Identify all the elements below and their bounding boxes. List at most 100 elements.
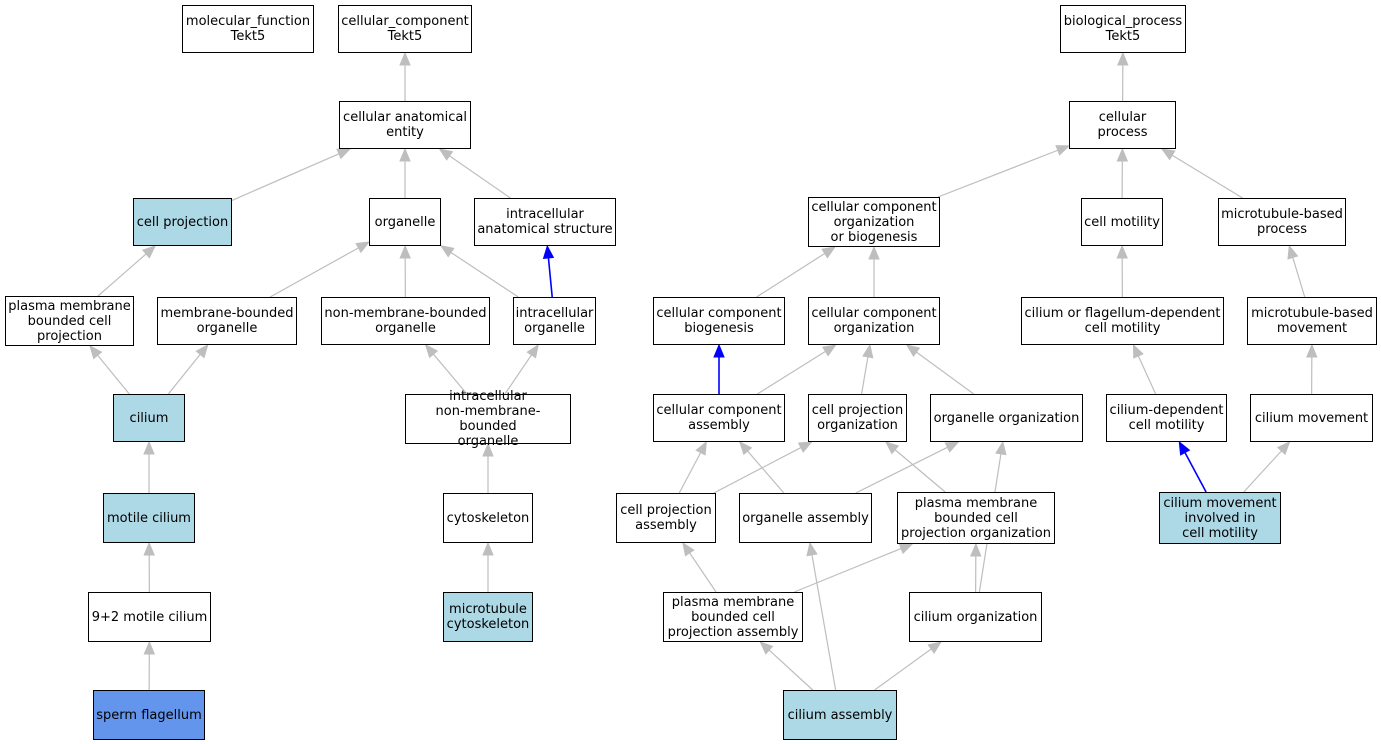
edge-cilium-to-membrane-bounded-organelle xyxy=(167,353,201,395)
edge-cc-assembly-to-cc-organization xyxy=(757,350,826,395)
edge-intracellular-organelle-to-organelle xyxy=(450,251,519,298)
node-nine-plus-two-cilium[interactable]: 9+2 motile cilium xyxy=(88,592,211,642)
node-cellular-process[interactable]: cellular process xyxy=(1069,101,1176,149)
edge-cilium-movement-motility-to-cilium-dependent-motility xyxy=(1184,452,1207,493)
arrowhead-cilium-movement-to-microtubule-based-movement xyxy=(1306,343,1318,358)
node-cc-org-or-biogenesis[interactable]: cellular component organization or bioge… xyxy=(808,197,940,247)
node-cilium-flagellum-motility[interactable]: cilium or flagellum-dependent cell motil… xyxy=(1021,297,1224,345)
node-motile-cilium[interactable]: motile cilium xyxy=(103,493,195,543)
arrowhead-cilium-assembly-to-pm-cell-projection-assembly xyxy=(759,641,774,655)
node-organelle-organization[interactable]: organelle organization xyxy=(930,394,1083,442)
edge-pm-cell-projection-org-to-cell-projection-org xyxy=(894,449,946,493)
edge-cilium-assembly-to-pm-cell-projection-assembly xyxy=(768,649,814,691)
node-intracellular-anatomical-structure[interactable]: intracellular anatomical structure xyxy=(474,198,616,246)
arrowhead-intracellular-nmbo-to-intracellular-organelle xyxy=(526,343,539,359)
node-organelle-assembly[interactable]: organelle assembly xyxy=(739,493,872,543)
edge-intracellular-nmbo-to-intracellular-organelle xyxy=(504,354,532,395)
arrowhead-cc-assembly-to-cc-biogenesis xyxy=(713,343,725,358)
arrowhead-cc-assembly-to-cc-organization xyxy=(821,344,837,357)
node-membrane-bounded-organelle[interactable]: membrane-bounded organelle xyxy=(157,297,297,345)
node-cell-projection[interactable]: cell projection xyxy=(133,198,232,246)
arrowhead-cilium-organization-to-organelle-organization xyxy=(995,440,1007,456)
arrowhead-cilium-movement-motility-to-cilium-dependent-motility xyxy=(1178,440,1191,456)
node-sperm-flagellum[interactable]: sperm flagellum xyxy=(93,690,205,740)
arrowhead-membrane-bounded-organelle-to-organelle xyxy=(355,241,371,254)
node-intracellular-nmbo[interactable]: intracellular non-membrane-bounded organ… xyxy=(405,389,571,449)
arrowhead-microtubule-based-movement-to-microtubule-based-process xyxy=(1287,244,1299,260)
node-organelle[interactable]: organelle xyxy=(369,198,441,246)
node-bp-root[interactable]: biological_process Tekt5 xyxy=(1060,5,1186,53)
edge-cell-projection-to-cellular-anatomical-entity xyxy=(231,153,340,201)
arrowhead-motile-cilium-to-cilium xyxy=(143,440,155,455)
edge-organelle-assembly-to-cc-assembly xyxy=(747,450,785,494)
arrowhead-pm-cell-projection-assembly-to-cell-projection-assembly xyxy=(682,541,695,557)
arrowhead-sperm-flagellum-to-nine-plus-two-cilium xyxy=(143,640,156,655)
node-pm-cell-projection-org[interactable]: plasma membrane bounded cell projection … xyxy=(897,492,1055,544)
edge-intracellular-anatomical-structure-to-cellular-anatomical-entity xyxy=(449,155,511,199)
node-cell-motility[interactable]: cell motility xyxy=(1081,198,1163,246)
node-cilium-assembly[interactable]: cilium assembly xyxy=(783,690,897,740)
edge-cell-projection-org-to-cc-organization xyxy=(860,356,869,395)
node-cilium-organization[interactable]: cilium organization xyxy=(909,592,1042,642)
edge-microtubule-based-movement-to-microtubule-based-process xyxy=(1292,257,1306,298)
node-mf-root[interactable]: molecular_function Tekt5 xyxy=(182,5,314,53)
edge-pm-bounded-cell-projection-to-cell-projection xyxy=(97,253,147,297)
edge-pm-cell-projection-assembly-to-cell-projection-assembly xyxy=(689,552,717,593)
arrowhead-organelle-to-cellular-anatomical-entity xyxy=(399,147,411,162)
arrowhead-pm-bounded-cell-projection-to-cell-projection xyxy=(141,245,157,259)
node-cellular-anatomical-entity[interactable]: cellular anatomical entity xyxy=(339,101,471,149)
arrowhead-cytoskeleton-to-intracellular-nmbo xyxy=(482,442,494,457)
edge-cc-org-or-biogenesis-to-cellular-process xyxy=(937,149,1059,198)
arrowhead-organelle-assembly-to-cc-assembly xyxy=(738,441,753,456)
arrowhead-cilium-flagellum-motility-to-cell-motility xyxy=(1116,244,1128,259)
edge-cilium-to-pm-bounded-cell-projection xyxy=(97,354,130,395)
arrowhead-cilium-movement-motility-to-cilium-movement xyxy=(1276,441,1291,456)
arrowhead-microtubule-cytoskeleton-to-cytoskeleton xyxy=(482,541,494,556)
edge-cc-biogenesis-to-cc-org-or-biogenesis xyxy=(756,252,826,298)
node-microtubule-based-process[interactable]: microtubule-based process xyxy=(1218,198,1346,246)
node-cilium[interactable]: cilium xyxy=(113,394,185,442)
node-pm-cell-projection-assembly[interactable]: plasma membrane bounded cell projection … xyxy=(663,592,803,642)
node-pm-bounded-cell-projection[interactable]: plasma membrane bounded cell projection xyxy=(5,296,134,346)
node-intracellular-organelle[interactable]: intracellular organelle xyxy=(513,297,596,345)
arrowhead-cilium-assembly-to-cilium-organization xyxy=(927,641,942,655)
arrowhead-organelle-assembly-to-organelle-organization xyxy=(944,441,960,453)
node-cc-biogenesis[interactable]: cellular component biogenesis xyxy=(653,297,785,345)
node-cc-organization[interactable]: cellular component organization xyxy=(808,297,940,345)
edge-organelle-organization-to-cc-organization xyxy=(916,351,975,395)
edge-cell-projection-assembly-to-cell-projection-org xyxy=(713,447,802,494)
arrowhead-cell-projection-assembly-to-cc-assembly xyxy=(695,440,707,456)
arrowhead-nine-plus-two-cilium-to-motile-cilium xyxy=(143,541,155,556)
arrowhead-cellular-anatomical-entity-to-cc-root xyxy=(399,51,411,66)
node-cilium-movement[interactable]: cilium movement xyxy=(1250,394,1373,442)
arrowhead-cc-biogenesis-to-cc-org-or-biogenesis xyxy=(821,246,836,259)
node-microtubule-based-movement[interactable]: microtubule-based movement xyxy=(1247,297,1377,345)
node-cell-projection-assembly[interactable]: cell projection assembly xyxy=(616,493,716,543)
arrowhead-intracellular-nmbo-to-non-membrane-bounded-organelle xyxy=(424,344,439,359)
node-cc-root[interactable]: cellular_component Tekt5 xyxy=(338,5,472,53)
arrowhead-cilium-organization-to-pm-cell-projection-org xyxy=(970,542,982,557)
arrowhead-cellular-process-to-bp-root xyxy=(1117,51,1129,66)
arrowhead-cell-projection-to-cellular-anatomical-entity xyxy=(336,148,352,160)
arrowhead-intracellular-anatomical-structure-to-cellular-anatomical-entity xyxy=(438,148,454,161)
node-cell-projection-org[interactable]: cell projection organization xyxy=(808,394,907,442)
node-cc-assembly[interactable]: cellular component assembly xyxy=(653,394,785,442)
edge-microtubule-based-process-to-cellular-process xyxy=(1171,154,1243,199)
arrowhead-intracellular-organelle-to-intracellular-anatomical-structure xyxy=(542,244,555,259)
arrowhead-cc-org-or-biogenesis-to-cellular-process xyxy=(1055,145,1071,156)
node-cilium-dependent-motility[interactable]: cilium-dependent cell motility xyxy=(1106,394,1227,442)
arrowhead-cell-projection-assembly-to-cell-projection-org xyxy=(797,441,813,453)
arrowhead-cilium-dependent-motility-to-cilium-flagellum-motility xyxy=(1132,343,1144,359)
arrowhead-cell-projection-org-to-cc-organization xyxy=(862,343,874,359)
arrowhead-cell-motility-to-cellular-process xyxy=(1116,147,1129,162)
node-cytoskeleton[interactable]: cytoskeleton xyxy=(443,493,533,543)
node-microtubule-cytoskeleton[interactable]: microtubule cytoskeleton xyxy=(443,592,533,642)
node-cilium-movement-motility[interactable]: cilium movement involved in cell motilit… xyxy=(1159,492,1281,544)
edge-cilium-dependent-motility-to-cilium-flagellum-motility xyxy=(1137,355,1157,395)
edge-pm-cell-projection-assembly-to-pm-cell-projection-org xyxy=(794,547,902,593)
edge-intracellular-nmbo-to-non-membrane-bounded-organelle xyxy=(432,353,468,395)
node-non-membrane-bounded-organelle[interactable]: non-membrane-bounded organelle xyxy=(321,297,490,345)
edge-membrane-bounded-organelle-to-organelle xyxy=(269,247,359,298)
edge-cell-projection-assembly-to-cc-assembly xyxy=(678,452,702,494)
